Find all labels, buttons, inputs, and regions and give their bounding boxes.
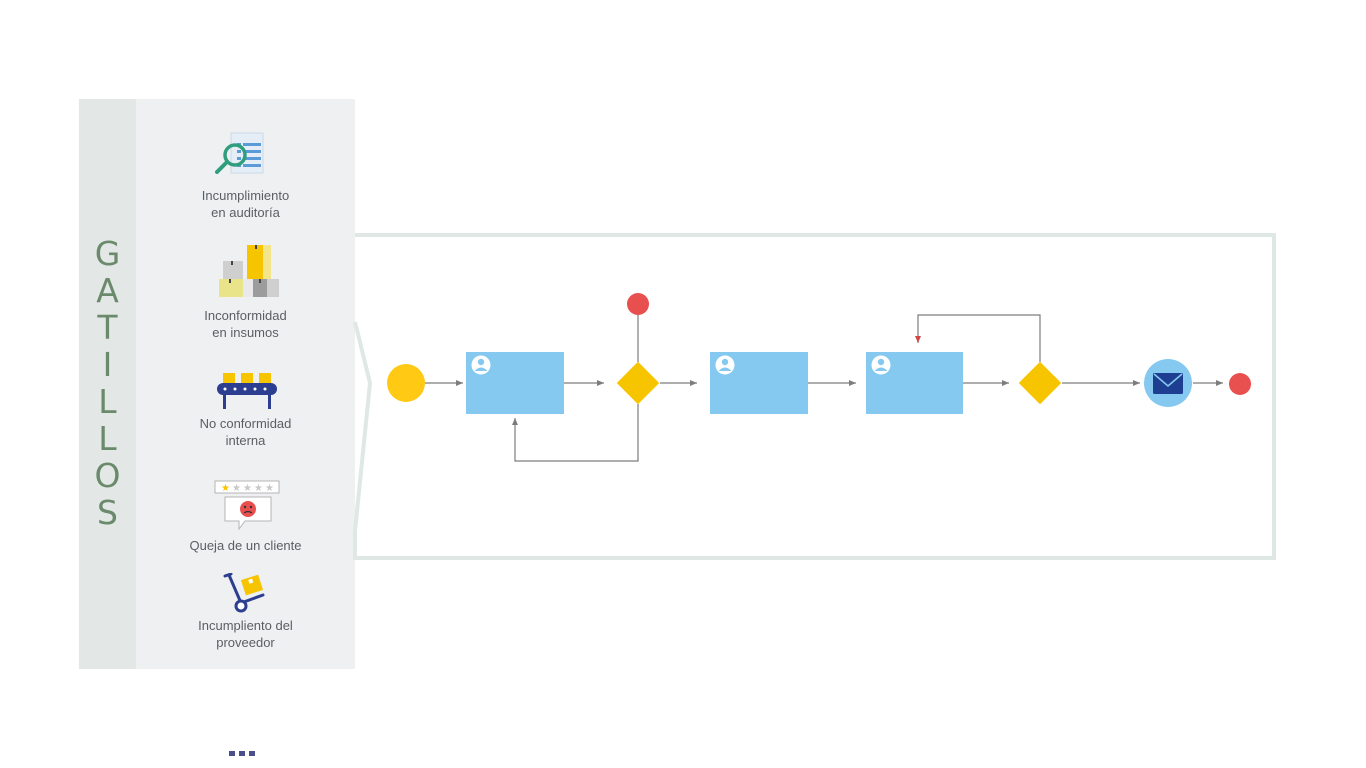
end-event-top [627,293,649,315]
trigger-label: Incumplimiento en auditoría [201,188,290,220]
triggers-title-strip: G A T I L L O S [79,99,136,669]
flow-gateway1-loop-task1 [512,404,639,462]
svg-text:★: ★ [232,483,241,494]
trigger-label: No conformidad interna [199,416,292,448]
title-letter: S [97,493,118,532]
svg-text:★: ★ [243,483,252,494]
flow-gateway2-loop-task3 [915,314,1041,362]
triggers-panel: G A T I L L O S [79,99,355,756]
trigger-audit: Incumplimiento en auditoría [136,129,355,221]
message-end-event [1144,359,1192,407]
title-letter: L [98,419,117,458]
exclusive-gateway-2 [1018,361,1062,405]
title-letter: T [97,308,118,347]
user-icon [715,355,735,375]
more-dots-icon [229,751,257,759]
customer-complaint-icon: ★ ★ ★ ★ ★ [211,479,281,535]
user-icon [871,355,891,375]
trigger-complaint: ★ ★ ★ ★ ★ Queja de un cliente [136,479,355,555]
user-icon [471,355,491,375]
title-letter: I [102,345,113,384]
trigger-label: Inconformidad en insumos [204,308,287,340]
hand-truck-icon [211,572,281,615]
title-letter: L [98,382,117,421]
audit-search-icon [211,129,281,185]
trigger-internal: No conformidad interna [136,367,355,449]
process-frame [353,233,1276,560]
svg-text:★: ★ [221,483,230,494]
triggers-title: G A T I L L O S [79,235,136,531]
title-letter: G [94,234,121,273]
user-task-1 [466,352,564,414]
trigger-label: Queja de un cliente [189,538,302,553]
title-letter: A [96,271,119,310]
svg-text:★: ★ [254,483,263,494]
boxes-icon [211,243,281,305]
trigger-label: Incumpliento del proveedor [198,618,293,650]
user-task-2 [710,352,808,414]
title-letter: O [94,456,121,495]
start-event [387,364,425,402]
envelope-icon [1153,373,1183,394]
conveyor-belt-icon [211,367,281,413]
svg-text:★: ★ [265,483,274,494]
trigger-supplies: Inconformidad en insumos [136,243,355,341]
end-event [1229,373,1251,395]
user-task-3 [866,352,963,414]
trigger-supplier: Incumpliento del proveedor [136,572,355,651]
